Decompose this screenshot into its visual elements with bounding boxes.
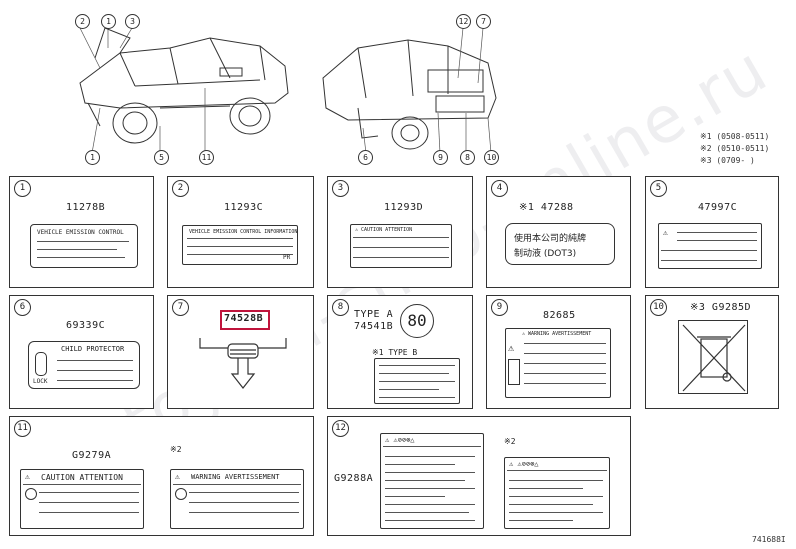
panel-12[interactable]: 12 G9288A ⚠ ⚠⊘⊘⊗△ ※2 ⚠ ⚠⊘⊘⊗△ bbox=[327, 416, 631, 536]
warning-icons: ⚠ ⚠⊘⊘⊗△ bbox=[385, 436, 415, 444]
label-text: ⚠ CAUTION ATTENTION bbox=[355, 227, 413, 233]
panel-number: 12 bbox=[332, 420, 349, 437]
label-text: ⚠ WARNING AVERTISSEMENT bbox=[522, 331, 592, 337]
callout-6-bottom: 6 bbox=[358, 150, 373, 165]
hand-release-icon bbox=[199, 338, 287, 389]
label-text: WARNING AVERTISSEMENT bbox=[191, 473, 280, 481]
panel-2[interactable]: 2 11293C VEHICLE EMISSION CONTROL INFORM… bbox=[167, 176, 314, 288]
panel-number: 11 bbox=[14, 420, 31, 437]
part-number: 11293C bbox=[224, 202, 264, 213]
panel-11[interactable]: 11 G9279A ※2 ⚠ CAUTION ATTENTION ⚠ WARNI… bbox=[9, 416, 314, 536]
callout-7-top: 7 bbox=[476, 14, 491, 29]
panel-number: 3 bbox=[332, 180, 349, 197]
airbag-plate-alt: ⚠ ⚠⊘⊘⊗△ bbox=[504, 457, 610, 529]
caution-label: ⚠ CAUTION ATTENTION bbox=[350, 224, 452, 268]
part-number: 47997C bbox=[698, 202, 738, 213]
panel-5[interactable]: 5 47997C ⚠ bbox=[645, 176, 779, 288]
callout-10-bottom: 10 bbox=[484, 150, 499, 165]
panel-number: 8 bbox=[332, 299, 349, 316]
panel-7[interactable]: 7 74528B bbox=[167, 295, 314, 409]
label-text: VEHICLE EMISSION CONTROL bbox=[37, 229, 124, 236]
note-2-marker: ※2 bbox=[504, 437, 516, 446]
panel-3[interactable]: 3 11293D ⚠ CAUTION ATTENTION bbox=[327, 176, 473, 288]
lock-text: LOCK bbox=[33, 378, 48, 385]
warning-icon: ⚠ bbox=[508, 343, 515, 354]
prohibit-icon bbox=[25, 488, 37, 500]
panel-number: 1 bbox=[14, 180, 31, 197]
callout-3-top: 3 bbox=[125, 14, 140, 29]
part-number: 11293D bbox=[384, 202, 424, 213]
type-b-label: ※1 TYPE B bbox=[372, 348, 418, 357]
rear-car-illustration bbox=[322, 27, 497, 154]
panel-6[interactable]: 6 69339C CHILD PROTECTOR LOCK bbox=[9, 295, 154, 409]
panel-number: 9 bbox=[491, 299, 508, 316]
note-1: ※1 (0508-0511) bbox=[700, 132, 770, 141]
panel-10[interactable]: 10 ※3 G9285D bbox=[645, 295, 779, 409]
warning-label: ⚠ bbox=[658, 223, 762, 269]
prohibit-icon bbox=[175, 488, 187, 500]
warning-icon: ⚠ bbox=[663, 228, 668, 237]
warning-plate: ⚠ WARNING AVERTISSEMENT bbox=[170, 469, 304, 529]
panel-number: 2 bbox=[172, 180, 189, 197]
note-2-marker: ※2 bbox=[170, 445, 182, 454]
warning-icon: ⚠ bbox=[175, 472, 180, 481]
note-2: ※2 (0510-0511) bbox=[700, 144, 770, 153]
emission-info-label: VEHICLE EMISSION CONTROL INFORMATION PR bbox=[182, 225, 298, 265]
part-number: 11278B bbox=[66, 202, 106, 213]
callout-9-bottom: 9 bbox=[433, 150, 448, 165]
emission-label: VEHICLE EMISSION CONTROL bbox=[30, 224, 138, 268]
part-number: 74528B bbox=[224, 313, 264, 324]
part-number: G9288A bbox=[334, 473, 374, 484]
warning-icon: ⚠ bbox=[25, 472, 30, 481]
note-3: ※3 (0709- ) bbox=[700, 156, 755, 165]
warning-icons: ⚠ ⚠⊘⊘⊗△ bbox=[509, 460, 539, 468]
callout-5-bottom: 5 bbox=[154, 150, 169, 165]
part-number: ※3 G9285D bbox=[690, 302, 752, 313]
panel-number: 4 bbox=[491, 180, 508, 197]
label-line-2: 制动液 (DOT3) bbox=[514, 249, 577, 259]
panel-number: 6 bbox=[14, 299, 31, 316]
panel-1[interactable]: 1 11278B VEHICLE EMISSION CONTROL bbox=[9, 176, 154, 288]
panel-9[interactable]: 9 82685 ⚠ WARNING AVERTISSEMENT ⚠ bbox=[486, 295, 631, 409]
part-number: 82685 bbox=[543, 310, 576, 321]
type-b-plate bbox=[374, 358, 460, 404]
lock-icon bbox=[35, 352, 47, 376]
speed-80-badge: 80 bbox=[400, 304, 434, 338]
label-text: CAUTION ATTENTION bbox=[41, 473, 123, 482]
part-number: G9279A bbox=[72, 450, 112, 461]
callout-8-bottom: 8 bbox=[460, 150, 475, 165]
label-text: VEHICLE EMISSION CONTROL INFORMATION bbox=[189, 229, 298, 235]
highlight-box bbox=[220, 310, 270, 330]
callout-12-top: 12 bbox=[456, 14, 471, 29]
callout-1-bottom: 1 bbox=[85, 150, 100, 165]
panel-number: 5 bbox=[650, 180, 667, 197]
panel-number: 10 bbox=[650, 299, 667, 316]
label-pr: PR bbox=[283, 254, 291, 261]
crossed-bin-icon bbox=[682, 324, 746, 392]
callout-11-bottom: 11 bbox=[199, 150, 214, 165]
arrow-icon bbox=[508, 359, 520, 385]
callout-1-top: 1 bbox=[101, 14, 116, 29]
front-car-illustration bbox=[79, 27, 289, 154]
label-line-1: 使用本公司的純牌 bbox=[514, 234, 587, 244]
part-number: 69339C bbox=[66, 320, 106, 331]
caution-plate: ⚠ CAUTION ATTENTION bbox=[20, 469, 144, 529]
panel-4[interactable]: 4 ※1 47288 使用本公司的純牌 制动液 (DOT3) bbox=[486, 176, 631, 288]
figure-id: 741688I bbox=[752, 535, 786, 544]
part-number: ※1 47288 bbox=[519, 202, 574, 213]
airbag-plate: ⚠ ⚠⊘⊘⊗△ bbox=[380, 433, 484, 529]
callout-2-top: 2 bbox=[75, 14, 90, 29]
brake-fluid-label: 使用本公司的純牌 制动液 (DOT3) bbox=[505, 223, 615, 265]
part-number: TYPE A 74541B bbox=[354, 309, 394, 332]
panel-number: 7 bbox=[172, 299, 189, 316]
label-text: CHILD PROTECTOR bbox=[61, 345, 125, 353]
warning-plate: ⚠ WARNING AVERTISSEMENT ⚠ bbox=[505, 328, 611, 398]
recycle-bin-label bbox=[678, 320, 748, 394]
child-protector-label: CHILD PROTECTOR LOCK bbox=[28, 341, 140, 389]
panel-8[interactable]: 8 TYPE A 74541B 80 ※1 TYPE B bbox=[327, 295, 473, 409]
